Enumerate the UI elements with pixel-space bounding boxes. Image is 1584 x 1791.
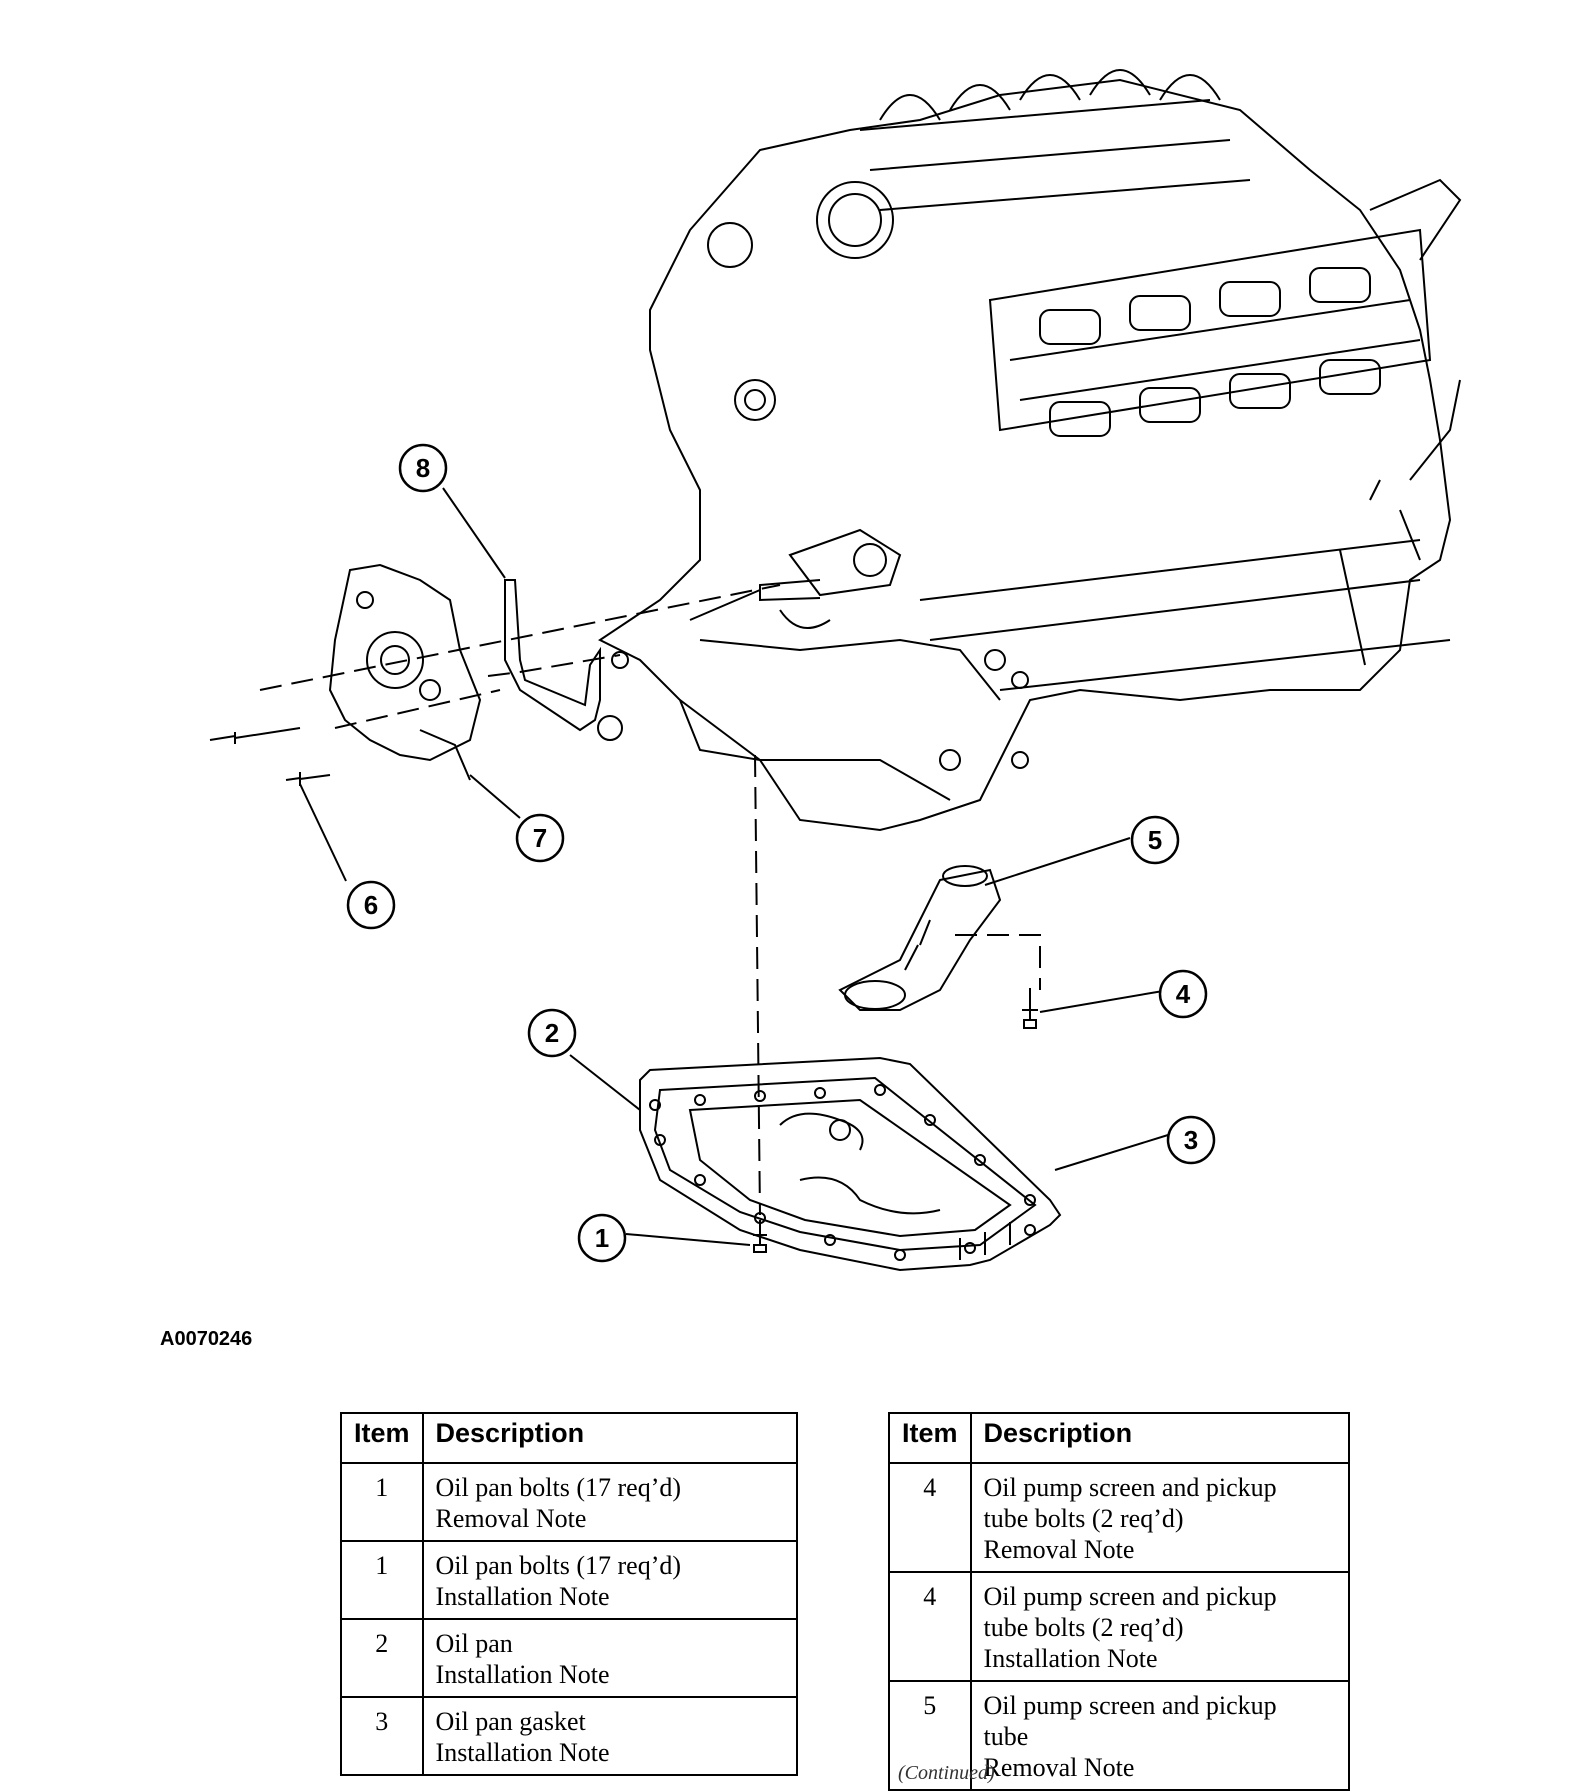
note-link[interactable]: Installation Note [435, 1582, 610, 1611]
item-number: 4 [888, 1462, 972, 1573]
header-description: Description [969, 1412, 1351, 1464]
oil-pan-drawing [639, 1056, 1062, 1272]
item-description: Oil pump screen and pickup tube Removal … [969, 1680, 1351, 1791]
item-number: 4 [888, 1571, 972, 1682]
item-description: Oil pan bolts (17 req’d) Removal Note [421, 1462, 799, 1542]
description-line: tube [983, 1722, 1029, 1751]
header-item: Item [340, 1412, 424, 1464]
note-link[interactable]: Installation Note [435, 1738, 610, 1767]
figure-id: A0070246 [160, 1328, 253, 1350]
oil-pan-bolt-drawing [753, 1220, 767, 1253]
svg-text:6: 6 [364, 890, 378, 920]
table-row: 4 Oil pump screen and pickup tube bolts … [888, 1571, 1351, 1682]
assembly-guide-lines [259, 584, 1041, 1216]
description-line: tube bolts (2 req’d) [983, 1504, 1184, 1533]
svg-text:2: 2 [545, 1018, 559, 1048]
item-description: Oil pump screen and pickup tube bolts (2… [969, 1462, 1351, 1573]
parts-table-right: Item Description 4 Oil pump screen and p… [888, 1412, 1351, 1791]
table-row: 2 Oil pan Installation Note [340, 1618, 799, 1698]
bracket-drawing [504, 579, 629, 741]
item-description: Oil pan gasket Installation Note [421, 1696, 799, 1776]
table-row: 3 Oil pan gasket Installation Note [340, 1696, 799, 1776]
continued-note: (Continued) [898, 1762, 995, 1784]
item-number: 1 [340, 1540, 424, 1620]
table-header-row: Item Description [888, 1412, 1351, 1464]
svg-text:5: 5 [1148, 825, 1162, 855]
table-row: 1 Oil pan bolts (17 req’d) Removal Note [340, 1462, 799, 1542]
item-number: 3 [340, 1696, 424, 1776]
note-link[interactable]: Removal Note [983, 1535, 1135, 1564]
description-line: Oil pan bolts (17 req’d) [435, 1551, 682, 1580]
description-line: tube bolts (2 req’d) [983, 1613, 1184, 1642]
callout-3: 3 [1166, 1115, 1216, 1165]
callout-8: 8 [398, 443, 448, 493]
note-link[interactable]: Removal Note [983, 1753, 1135, 1782]
item-description: Oil pan Installation Note [421, 1618, 799, 1698]
callout-leader-lines [299, 487, 1169, 1246]
svg-text:4: 4 [1176, 979, 1191, 1009]
item-description: Oil pan bolts (17 req’d) Installation No… [421, 1540, 799, 1620]
callout-2: 2 [527, 1008, 577, 1058]
engine-block-drawing [598, 69, 1462, 832]
table-row: 4 Oil pump screen and pickup tube bolts … [888, 1462, 1351, 1573]
note-link[interactable]: Installation Note [435, 1660, 610, 1689]
item-description: Oil pump screen and pickup tube bolts (2… [969, 1571, 1351, 1682]
pickup-bolt-drawing [1022, 988, 1038, 1029]
description-line: Oil pump screen and pickup [983, 1691, 1277, 1720]
svg-text:1: 1 [595, 1223, 609, 1253]
oil-pump-cover-drawing [328, 563, 482, 781]
exploded-view-diagram: 1 2 3 4 5 6 7 8 [209, 69, 1462, 1272]
callout-7: 7 [515, 813, 565, 863]
svg-text:8: 8 [416, 453, 430, 483]
header-description: Description [421, 1412, 799, 1464]
cover-bolts-drawing [209, 727, 331, 786]
callout-5: 5 [1130, 815, 1180, 865]
description-line: Oil pump screen and pickup [983, 1582, 1277, 1611]
description-line: Oil pump screen and pickup [983, 1473, 1277, 1502]
note-link[interactable]: Removal Note [435, 1504, 587, 1533]
table-header-row: Item Description [340, 1412, 799, 1464]
description-line: Oil pan [435, 1629, 513, 1658]
pickup-tube-drawing [838, 865, 1002, 1011]
header-item: Item [888, 1412, 972, 1464]
description-line: Oil pan bolts (17 req’d) [435, 1473, 682, 1502]
svg-text:3: 3 [1184, 1125, 1198, 1155]
callout-4: 4 [1158, 969, 1208, 1019]
callout-6: 6 [346, 880, 396, 930]
item-number: 2 [340, 1618, 424, 1698]
description-line: Oil pan gasket [435, 1707, 586, 1736]
parts-table-left: Item Description 1 Oil pan bolts (17 req… [340, 1412, 799, 1776]
item-number: 1 [340, 1462, 424, 1542]
callout-1: 1 [577, 1213, 627, 1263]
svg-text:7: 7 [533, 823, 547, 853]
table-row: 1 Oil pan bolts (17 req’d) Installation … [340, 1540, 799, 1620]
item-number: 5 [888, 1680, 972, 1791]
note-link[interactable]: Installation Note [983, 1644, 1158, 1673]
